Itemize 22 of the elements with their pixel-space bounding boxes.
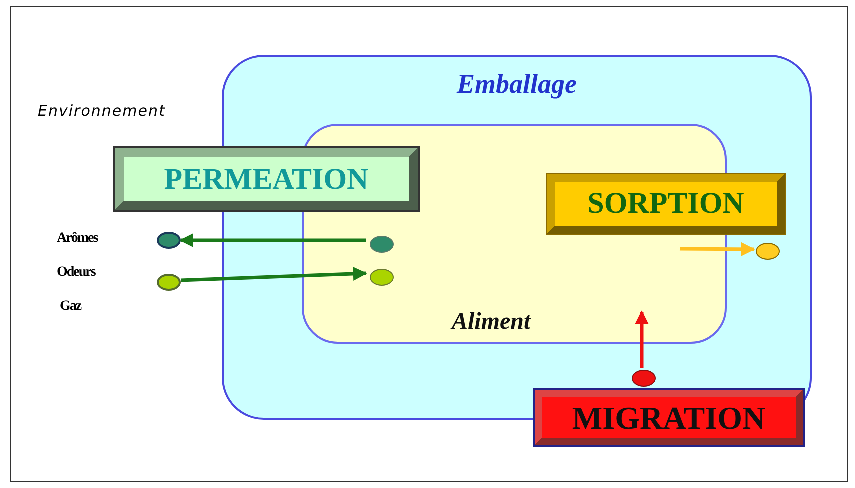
- region-label: Environnement: [38, 102, 166, 120]
- box-title: Aliment: [452, 309, 531, 336]
- process-box: [547, 174, 785, 234]
- substance-label: Arômes: [57, 231, 98, 247]
- process-box: [535, 390, 803, 445]
- process-label: PERMEATION: [163, 163, 370, 197]
- particle-dot: [756, 243, 780, 260]
- arrow: [180, 266, 368, 282]
- substance-label: Gaz: [60, 299, 82, 315]
- box-title: Emballage: [456, 69, 578, 100]
- particle-dot: [157, 274, 181, 291]
- particle-dot: [157, 232, 181, 249]
- process-label: MIGRATION: [571, 400, 767, 437]
- arrow: [680, 242, 756, 256]
- particle-dot: [632, 370, 656, 387]
- particle-dot: [370, 236, 394, 253]
- arrow: [635, 310, 649, 368]
- particle-dot: [370, 269, 394, 286]
- arrow: [180, 234, 366, 248]
- substance-label: Odeurs: [57, 265, 96, 281]
- process-label: SORPTION: [586, 187, 746, 221]
- process-box: [115, 148, 418, 210]
